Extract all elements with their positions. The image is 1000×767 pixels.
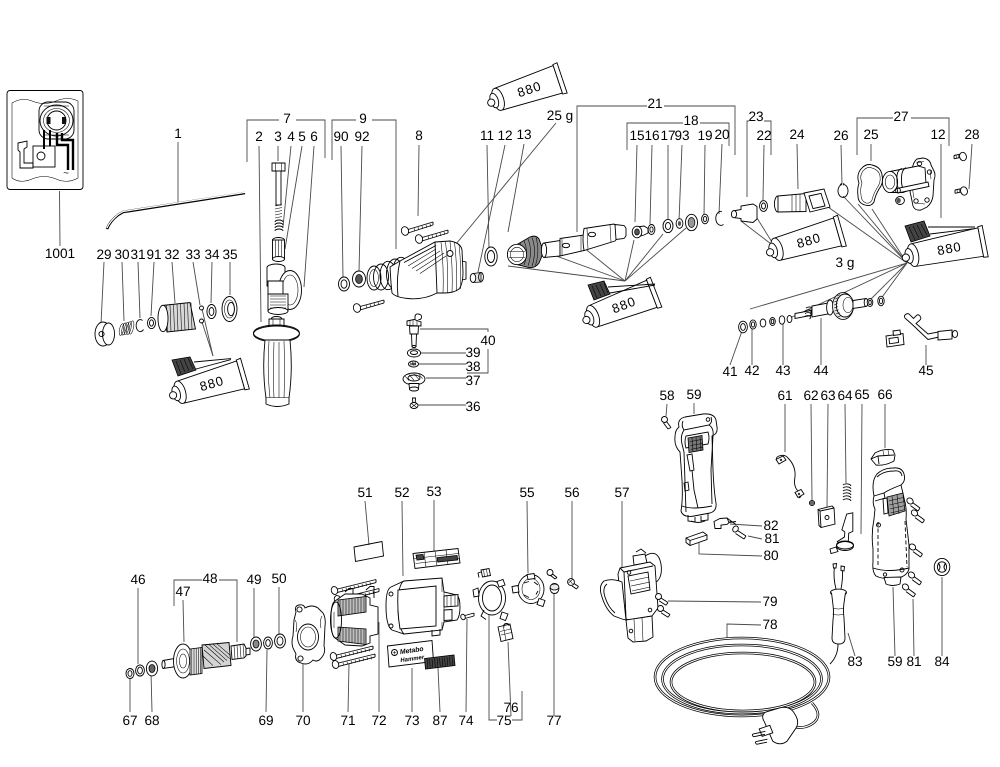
- svg-text:81: 81: [764, 531, 779, 546]
- svg-text:75: 75: [496, 713, 511, 728]
- svg-text:13: 13: [516, 127, 531, 142]
- svg-text:12: 12: [497, 128, 512, 143]
- svg-text:41: 41: [722, 364, 737, 379]
- svg-text:8: 8: [415, 128, 423, 143]
- svg-text:42: 42: [744, 363, 759, 378]
- svg-text:29: 29: [96, 247, 111, 262]
- svg-text:1001: 1001: [45, 246, 75, 261]
- svg-text:59: 59: [686, 387, 701, 402]
- svg-text:66: 66: [877, 387, 892, 402]
- svg-text:11: 11: [480, 128, 494, 143]
- svg-text:81: 81: [906, 654, 921, 669]
- svg-text:37: 37: [465, 373, 480, 388]
- svg-text:90: 90: [333, 129, 349, 144]
- svg-text:7: 7: [283, 111, 291, 126]
- svg-text:46: 46: [130, 572, 145, 587]
- svg-text:35: 35: [222, 247, 237, 262]
- svg-text:74: 74: [458, 713, 474, 728]
- svg-text:93: 93: [674, 128, 689, 143]
- svg-text:38: 38: [465, 359, 480, 374]
- svg-text:Metabo: Metabo: [400, 646, 425, 656]
- svg-text:84: 84: [934, 654, 950, 669]
- svg-text:49: 49: [246, 572, 261, 587]
- svg-text:91: 91: [146, 247, 161, 262]
- svg-text:52: 52: [394, 485, 409, 500]
- svg-text:26: 26: [833, 128, 848, 143]
- svg-text:53: 53: [426, 484, 441, 499]
- svg-text:43: 43: [775, 363, 790, 378]
- svg-text:19: 19: [697, 128, 712, 143]
- svg-text:87: 87: [432, 713, 447, 728]
- svg-text:32: 32: [164, 247, 179, 262]
- svg-text:25 g: 25 g: [547, 108, 573, 123]
- svg-text:55: 55: [519, 485, 534, 500]
- svg-text:76: 76: [503, 700, 518, 715]
- svg-text:4: 4: [287, 129, 295, 144]
- svg-text:30: 30: [114, 247, 130, 262]
- svg-text:~: ~: [63, 168, 69, 179]
- svg-text:880: 880: [198, 373, 226, 394]
- svg-text:63: 63: [820, 388, 835, 403]
- svg-text:22: 22: [756, 128, 771, 143]
- svg-text:56: 56: [564, 485, 579, 500]
- svg-text:47: 47: [175, 584, 190, 599]
- svg-text:880: 880: [795, 230, 823, 251]
- svg-text:6: 6: [310, 129, 318, 144]
- svg-text:880: 880: [936, 239, 963, 258]
- svg-text:65: 65: [854, 387, 869, 402]
- svg-text:44: 44: [813, 363, 829, 378]
- svg-text:50: 50: [271, 571, 287, 586]
- svg-text:69: 69: [258, 713, 273, 728]
- svg-text:3 g: 3 g: [836, 255, 855, 270]
- svg-text:34: 34: [204, 247, 220, 262]
- svg-text:72: 72: [371, 713, 386, 728]
- svg-text:62: 62: [803, 388, 818, 403]
- svg-text:40: 40: [480, 333, 496, 348]
- svg-text:58: 58: [659, 388, 674, 403]
- svg-text:83: 83: [847, 654, 862, 669]
- svg-text:2: 2: [255, 129, 263, 144]
- svg-text:70: 70: [295, 713, 311, 728]
- svg-text:1: 1: [174, 126, 182, 141]
- svg-text:36: 36: [465, 399, 480, 414]
- svg-text:71: 71: [340, 713, 355, 728]
- svg-text:64: 64: [837, 388, 853, 403]
- svg-text:Hammer: Hammer: [400, 654, 425, 664]
- svg-text:73: 73: [404, 713, 419, 728]
- svg-text:28: 28: [964, 127, 979, 142]
- svg-text:45: 45: [918, 363, 933, 378]
- svg-text:39: 39: [465, 345, 480, 360]
- svg-text:51: 51: [357, 485, 372, 500]
- svg-text:59: 59: [887, 654, 902, 669]
- svg-text:15: 15: [629, 128, 644, 143]
- svg-text:79: 79: [762, 594, 777, 609]
- svg-text:92: 92: [354, 129, 369, 144]
- svg-text:9: 9: [359, 111, 367, 126]
- svg-text:77: 77: [546, 713, 561, 728]
- svg-text:21: 21: [647, 96, 662, 111]
- svg-text:24: 24: [789, 127, 805, 142]
- svg-text:57: 57: [614, 485, 629, 500]
- svg-text:31: 31: [130, 247, 145, 262]
- svg-text:33: 33: [185, 247, 200, 262]
- svg-text:82: 82: [763, 518, 778, 533]
- svg-text:5: 5: [298, 129, 306, 144]
- svg-text:20: 20: [714, 127, 730, 142]
- svg-text:25: 25: [863, 127, 878, 142]
- svg-text:48: 48: [202, 571, 217, 586]
- svg-text:18: 18: [683, 113, 698, 128]
- svg-text:80: 80: [763, 548, 779, 563]
- svg-text:78: 78: [762, 617, 777, 632]
- svg-text:61: 61: [777, 388, 792, 403]
- svg-text:17: 17: [660, 128, 675, 143]
- svg-text:68: 68: [144, 713, 159, 728]
- svg-text:16: 16: [644, 128, 659, 143]
- svg-text:3: 3: [274, 129, 282, 144]
- svg-text:27: 27: [893, 109, 908, 124]
- svg-text:67: 67: [122, 713, 137, 728]
- svg-text:880: 880: [515, 78, 543, 100]
- svg-text:12: 12: [930, 127, 945, 142]
- svg-text:23: 23: [748, 109, 763, 124]
